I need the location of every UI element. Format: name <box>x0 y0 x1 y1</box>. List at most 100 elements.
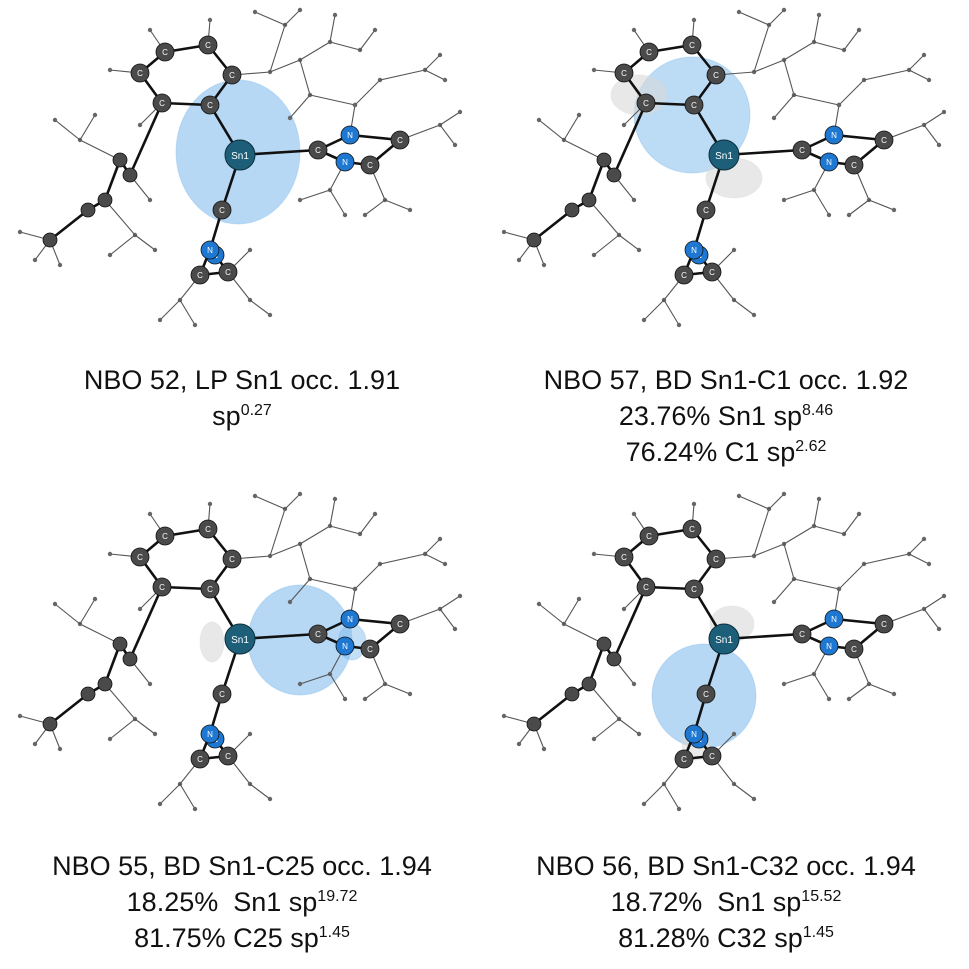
carbon-atom <box>80 686 96 702</box>
substituent-bond <box>359 513 376 535</box>
hydrogen-atom <box>297 491 303 497</box>
substituent-bond <box>359 29 376 51</box>
hydrogen-atom <box>826 696 832 702</box>
substituent-bond <box>813 525 845 535</box>
hydrogen-atom <box>297 681 303 687</box>
hydrogen-atom <box>152 731 158 737</box>
carbon-atom <box>190 749 210 769</box>
hydrogen-atom <box>297 7 303 13</box>
carbon-atom <box>390 614 410 634</box>
hydrogen-atom <box>781 7 787 13</box>
nitrogen-atom <box>819 152 839 172</box>
carbon-label: C <box>225 752 231 761</box>
hydrogen-atom <box>107 551 113 557</box>
substituent-bond <box>663 299 680 326</box>
hydrogen-atom <box>407 207 413 213</box>
carbon-label: C <box>709 268 715 277</box>
carbon-label: C <box>681 271 687 280</box>
tin-label: Sn1 <box>231 151 249 162</box>
carbon-label: C <box>229 71 235 80</box>
carbon-atom <box>792 624 812 644</box>
substituent-bond <box>329 14 336 43</box>
carbon-label: C <box>799 630 805 639</box>
substituent-bond <box>588 199 620 236</box>
molecule-render: CCCCCCCNCCNCNCCNSn1 <box>501 491 947 812</box>
substituent-bond <box>538 603 565 625</box>
hydrogen-atom <box>751 553 757 559</box>
nitrogen-label: N <box>207 730 213 739</box>
substituent-bond <box>379 553 426 565</box>
carbon-atom <box>218 746 238 766</box>
carbon-atom <box>122 651 138 667</box>
substituent-bond <box>768 493 785 510</box>
hydrogen-atom <box>137 606 143 612</box>
hydrogen-atom <box>57 746 63 752</box>
substituent-bond <box>299 673 331 685</box>
substituent-bond <box>299 41 331 61</box>
hydrogen-atom <box>936 142 942 148</box>
substituent-bond <box>309 578 356 590</box>
substituent-bond <box>364 199 386 216</box>
substituent-bond <box>269 24 286 73</box>
hydrogen-atom <box>691 17 697 23</box>
hydrogen-atom <box>501 713 507 719</box>
carbon-label: C <box>713 555 719 564</box>
hydrogen-atom <box>457 593 463 599</box>
carbon-label: C <box>703 206 709 215</box>
orbital-isosurface <box>610 56 763 199</box>
substituent-bond <box>813 41 845 51</box>
substituent-bond <box>923 111 945 126</box>
caption: NBO 52, LP Sn1 occ. 1.91 sp0.27 <box>0 362 484 434</box>
substituent-bond <box>738 11 770 26</box>
hydrogen-atom <box>926 77 932 83</box>
carbon-atom <box>526 716 542 732</box>
carbon-atom <box>42 716 58 732</box>
carbon-atom <box>696 684 716 704</box>
carbon-atom <box>130 63 150 83</box>
substituent-bond <box>753 543 785 557</box>
carbon-label: C <box>219 206 225 215</box>
hydrogen-atom <box>52 601 58 607</box>
substituent-bond <box>538 119 565 141</box>
substituent-bond <box>738 495 770 510</box>
hydrogen-atom <box>17 229 23 235</box>
molecule-render: CCCCCCCNCCNCNCCNSn1 <box>501 7 947 328</box>
carbon-label: C <box>162 532 168 541</box>
panel-nbo56: CCCCCCCNCCNCNCCNSn1 NBO 56, BD Sn1-C32 o… <box>484 484 968 968</box>
hydrogen-atom <box>352 102 358 108</box>
nitrogen-label: N <box>347 131 353 140</box>
substituent-bond <box>783 189 815 201</box>
atoms: CCCCCCCNCCNCNCCNSn1 <box>42 519 410 769</box>
substituent-bond <box>563 114 580 141</box>
hydrogen-atom <box>891 207 897 213</box>
panel-nbo52: CCCCCCCNCCNCNCCNSn1 NBO 52, LP Sn1 occ. … <box>0 0 484 484</box>
nitrogen-label: N <box>342 642 348 651</box>
nitrogen-atom <box>684 724 704 744</box>
hydrogen-atom <box>267 312 273 318</box>
hydrogen-atom <box>781 491 787 497</box>
carbon-atom <box>684 579 704 599</box>
carbon-atom <box>844 639 864 659</box>
hydrogen-atom <box>751 312 757 318</box>
substituent-bond <box>299 59 311 96</box>
carbon-atom <box>674 265 694 285</box>
carbon-label: C <box>207 101 213 110</box>
caption-line-c: 81.28% C32 sp1.45 <box>618 923 834 953</box>
carbon-label: C <box>621 69 627 78</box>
hydrogen-atom <box>771 115 777 121</box>
substituent-bond <box>843 29 860 51</box>
carbon-atom <box>155 42 175 62</box>
hydrogen-atom <box>247 731 253 737</box>
carbon-atom <box>526 232 542 248</box>
substituent-bond <box>753 24 770 73</box>
caption: NBO 57, BD Sn1-C1 occ. 1.92 23.76% Sn1 s… <box>484 362 968 470</box>
wireframe <box>17 491 463 812</box>
hydrogen-atom <box>691 501 697 507</box>
hydrogen-atom <box>921 536 927 542</box>
hydrogen-atom <box>921 52 927 58</box>
carbon-atom <box>360 155 380 175</box>
carbon-label: C <box>137 553 143 562</box>
substituent-bond <box>309 94 356 106</box>
molecule-render: CCCCCCCNCCNCNCCNSn1 <box>17 491 463 812</box>
carbon-label: C <box>691 585 697 594</box>
